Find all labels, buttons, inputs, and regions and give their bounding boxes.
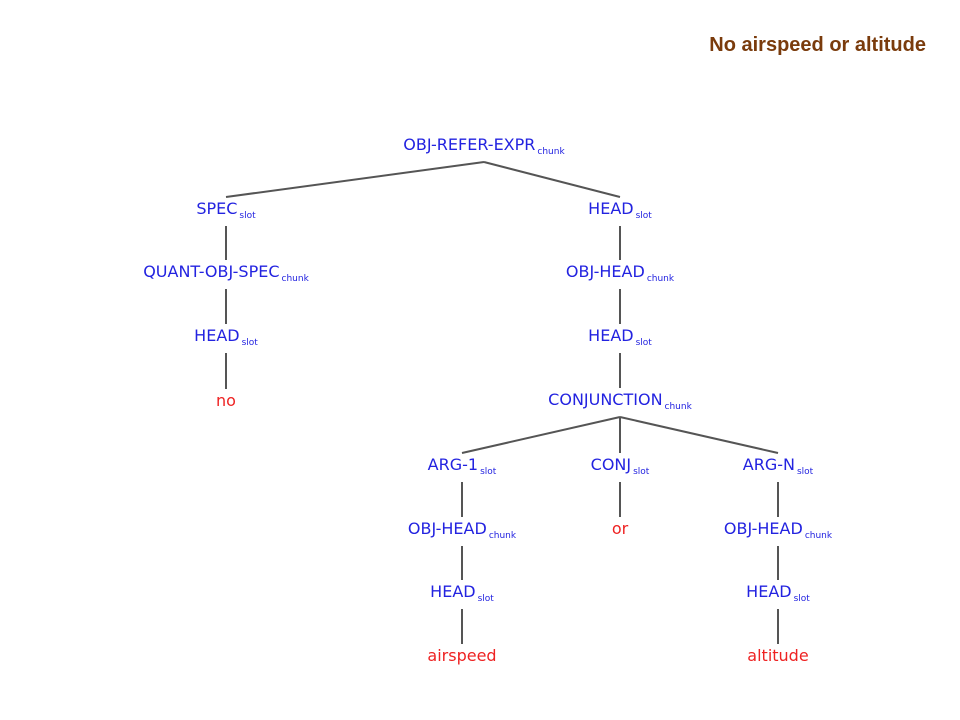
node-label: CONJUNCTION [548, 390, 662, 409]
tree-edge-conj-to-argn [619, 416, 779, 454]
node-label: or [612, 519, 629, 538]
node-subscript: chunk [647, 274, 675, 284]
node-subscript: chunk [489, 531, 517, 541]
node-subscript: slot [636, 338, 653, 348]
tree-edge-root-to-spec [225, 161, 485, 198]
node-label: HEAD [194, 326, 239, 345]
node-subscript: chunk [665, 402, 693, 412]
slide-title: No airspeed or altitude [709, 34, 926, 56]
tree-node-altitude: altitude [747, 646, 808, 665]
node-subscript: slot [633, 467, 650, 477]
node-label: HEAD [588, 326, 633, 345]
tree-node-airspeed: airspeed [427, 646, 496, 665]
node-subscript: slot [478, 594, 495, 604]
node-label: HEAD [430, 582, 475, 601]
node-subscript: chunk [805, 531, 833, 541]
node-label: CONJ [591, 455, 631, 474]
node-label: OBJ-HEAD [566, 262, 645, 281]
node-label: airspeed [427, 646, 496, 665]
node-label: OBJ-HEAD [408, 519, 487, 538]
tree-edge-conj-to-arg1 [461, 416, 621, 454]
node-label: no [216, 391, 236, 410]
node-subscript: slot [242, 338, 259, 348]
node-subscript: slot [239, 211, 256, 221]
node-subscript: chunk [537, 147, 565, 157]
node-subscript: slot [794, 594, 811, 604]
node-subscript: chunk [282, 274, 310, 284]
node-subscript: slot [636, 211, 653, 221]
node-label: altitude [747, 646, 808, 665]
node-subscript: slot [480, 467, 497, 477]
node-label: ARG-1 [428, 455, 478, 474]
node-label: HEAD [588, 199, 633, 218]
node-label: ARG-N [743, 455, 795, 474]
node-label: QUANT-OBJ-SPEC [143, 262, 279, 281]
node-subscript: slot [797, 467, 814, 477]
tree-node-or: or [612, 519, 629, 538]
tree-node-no: no [216, 391, 236, 410]
tree-edge-root-to-head1 [483, 161, 621, 198]
node-label: HEAD [746, 582, 791, 601]
node-label: SPEC [196, 199, 237, 218]
node-label: OBJ-HEAD [724, 519, 803, 538]
tree-edges [225, 161, 779, 644]
node-label: OBJ-REFER-EXPR [403, 135, 535, 154]
